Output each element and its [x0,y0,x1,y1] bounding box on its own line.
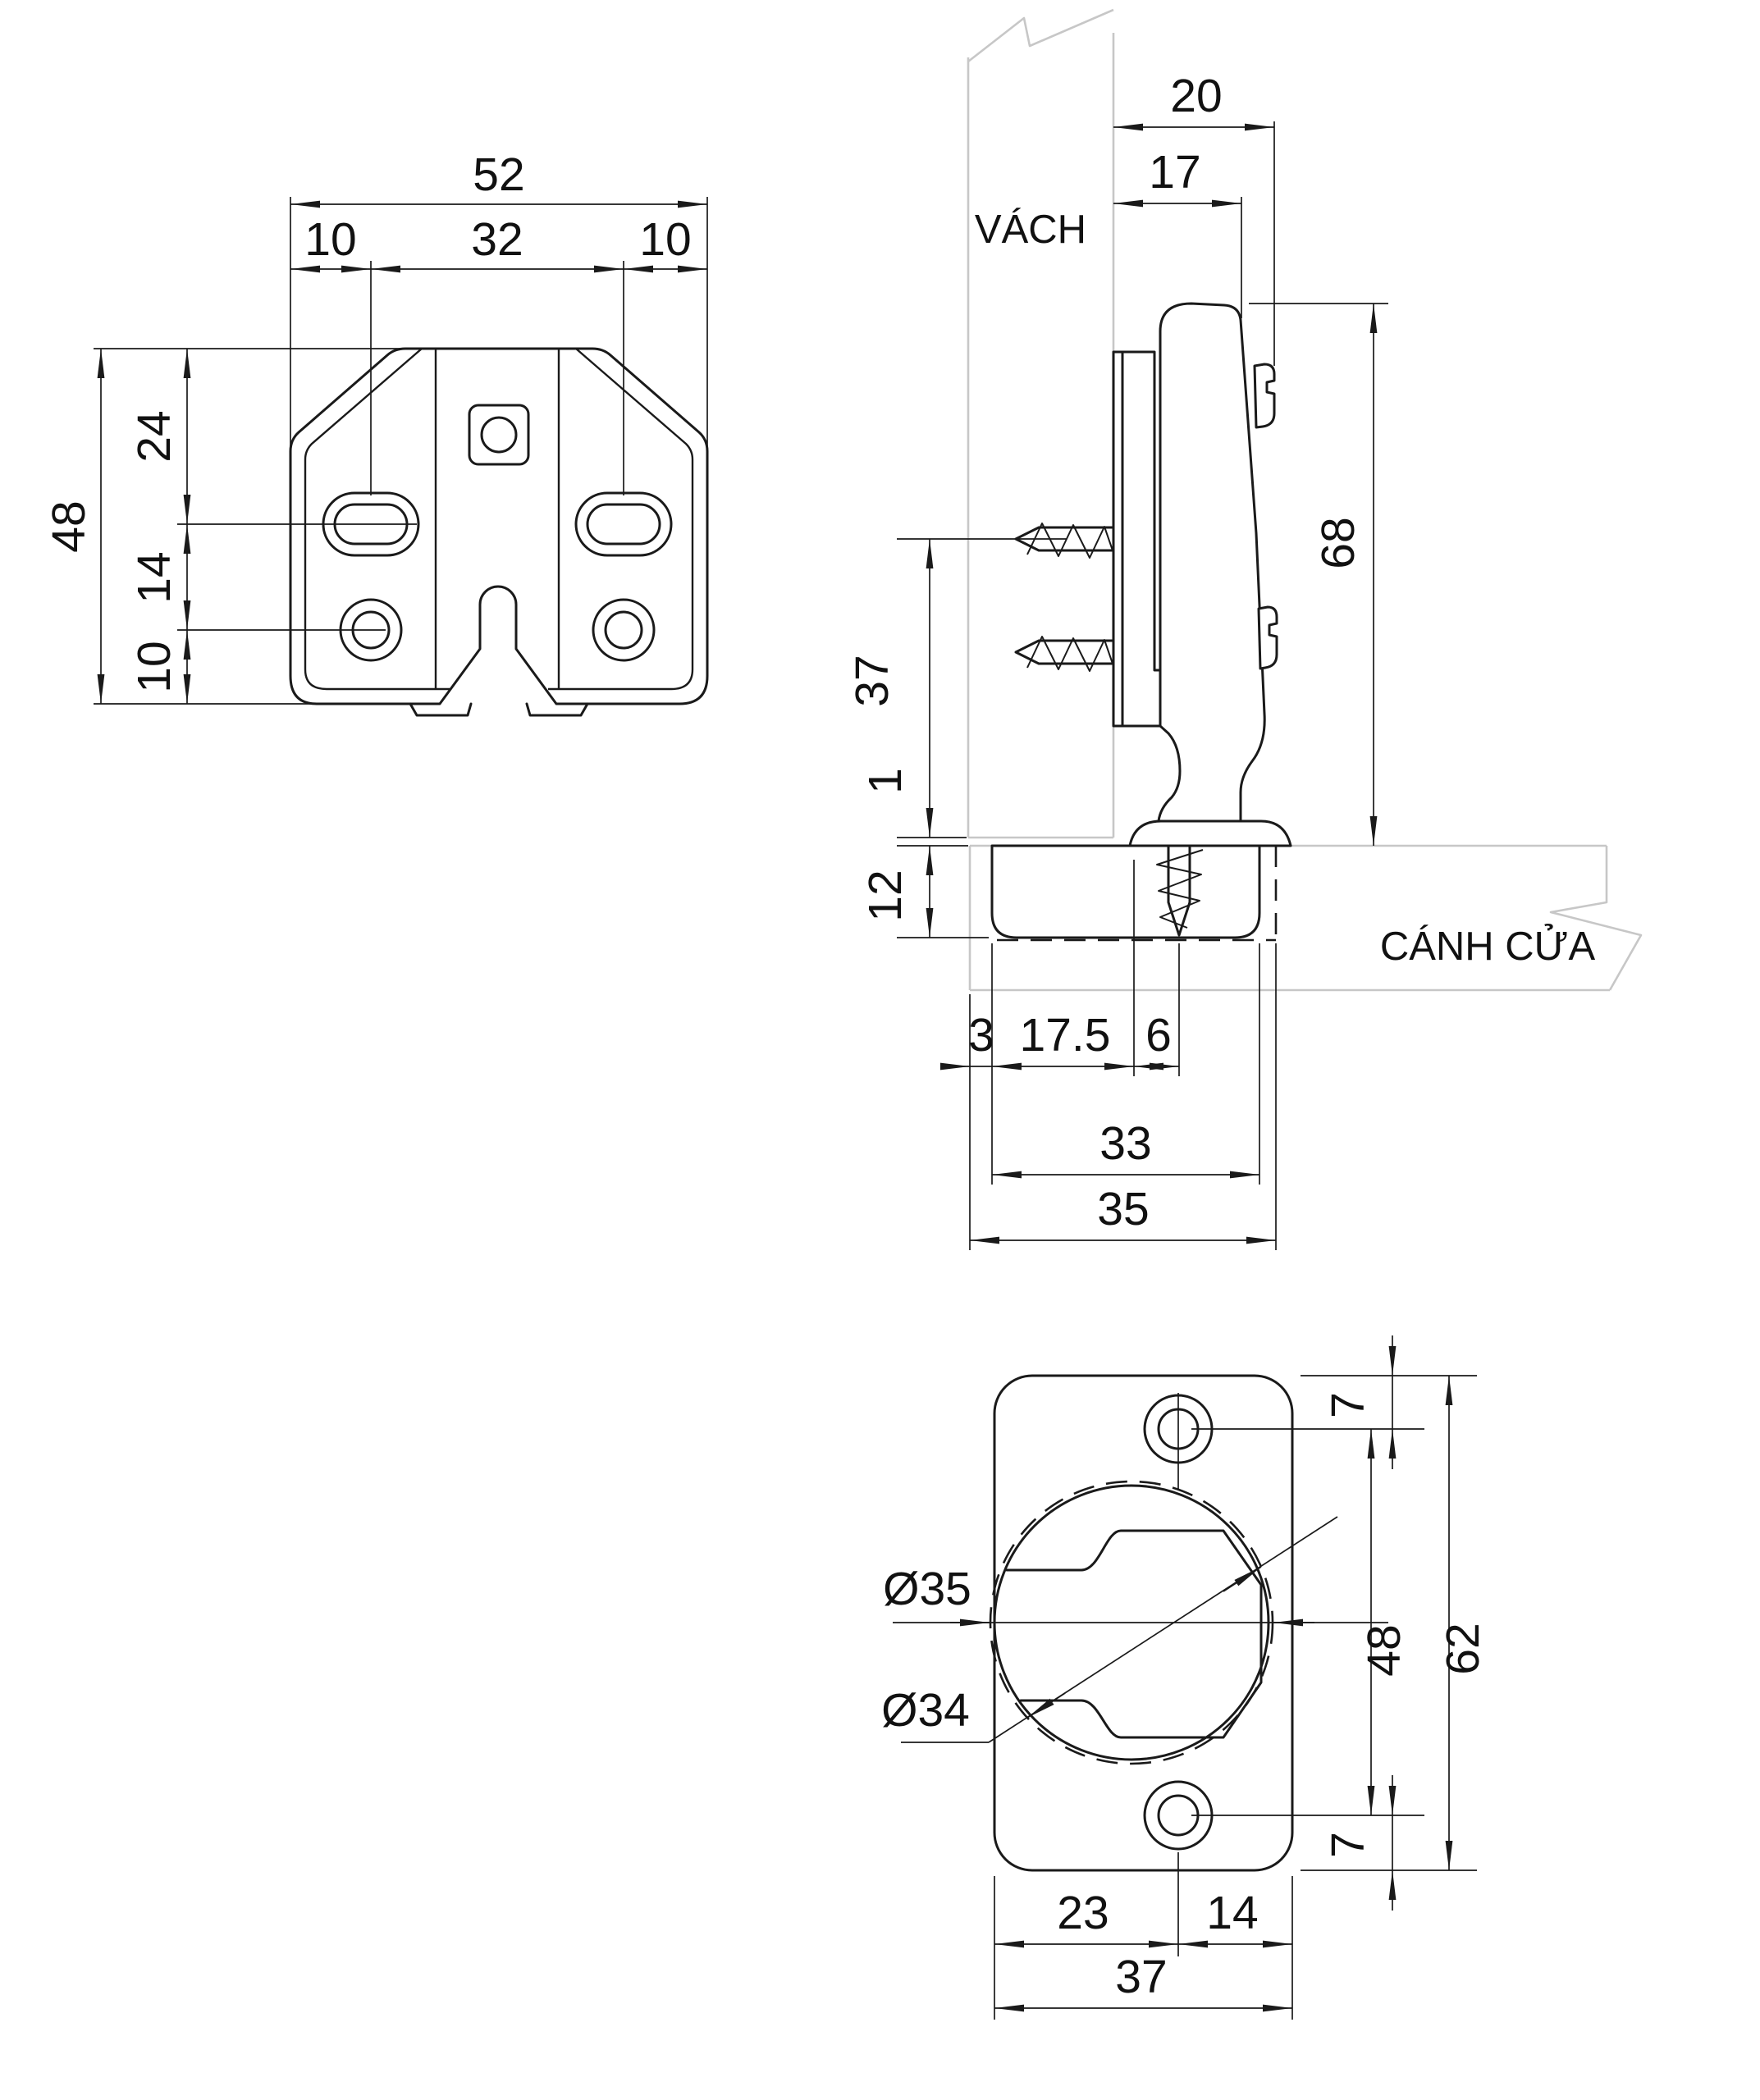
dim-24: 24 [128,410,181,462]
door-label: CÁNH CỬA [1380,924,1596,969]
dim-17-5: 17.5 [1020,1009,1111,1061]
dim-d35: Ø35 [883,1563,971,1615]
dim-20: 20 [1170,70,1222,122]
wall-label: VÁCH [975,208,1086,252]
plate-inner-contour-right [548,348,694,691]
dim-52: 52 [473,148,524,201]
dim-48: 48 [43,500,95,552]
mounting-plate-front-view: 52 10 32 10 48 24 14 10 [43,148,709,717]
wall-panel [967,8,1115,839]
hinge-arm [1157,302,1266,823]
dim-48-cup: 48 [1358,1624,1410,1676]
plate-foot-left [409,702,473,717]
cup-screw [1156,844,1204,937]
dim-14-cup: 14 [1206,1887,1258,1939]
dim-37-cup: 37 [1115,1951,1167,2003]
dim-23: 23 [1057,1887,1109,1939]
dim-68: 68 [1312,517,1365,568]
dim-17: 17 [1149,146,1200,199]
dim-7-top: 7 [1322,1392,1374,1418]
dim-32: 32 [471,213,523,266]
cup-plan-view: Ø35 Ø34 7 7 48 62 23 14 37 [881,1335,1489,2020]
hinge-side-view: VÁCH CÁNH CỬA 20 17 68 37 1 12 3 17.5 6 [846,8,1643,1250]
dim-10-left: 10 [304,213,356,266]
plate-inner-contour-left [304,348,450,691]
dim-3: 3 [968,1009,994,1061]
wall-break-icon [967,8,1114,63]
hole-right-inner [604,610,643,650]
dim-14: 14 [128,551,181,603]
plate-foot-right [525,702,589,717]
dim-33: 33 [1099,1117,1151,1170]
screw-thread [1026,636,1113,672]
dim-37: 37 [846,655,898,706]
screw-icon [1014,639,1115,665]
dim-10-bottom: 10 [128,641,181,692]
cup-section [990,844,1261,939]
screw-thread [1026,523,1113,559]
dim-12: 12 [859,870,912,921]
dim-7-bottom: 7 [1322,1832,1374,1858]
dim-1: 1 [859,768,912,794]
side-plate-bar [1112,350,1162,728]
arm-clip-upper [1253,363,1276,429]
dim-d34: Ø34 [881,1684,970,1737]
dim-35: 35 [1097,1183,1149,1235]
square-hole-screw [480,416,518,454]
cup-flange [1128,819,1292,847]
d34-arrow-upper [1223,1566,1262,1592]
square-hole [468,404,530,466]
dim-62: 62 [1437,1623,1489,1674]
cup-cavity-profile [1005,1529,1263,1739]
plate-outline [289,347,709,705]
d34-arrow-lower [1026,1692,1066,1719]
dim-10-right: 10 [639,213,691,266]
screw-thread [1156,849,1204,929]
wall-screw-upper [1014,523,1115,559]
slot-right-inner [586,503,661,546]
wall-screw-lower [1014,636,1115,672]
hole-right-outer [592,598,656,662]
door-break-icon [1549,846,1643,991]
arm-clip-lower [1257,605,1278,670]
dim-6: 6 [1145,1009,1172,1061]
